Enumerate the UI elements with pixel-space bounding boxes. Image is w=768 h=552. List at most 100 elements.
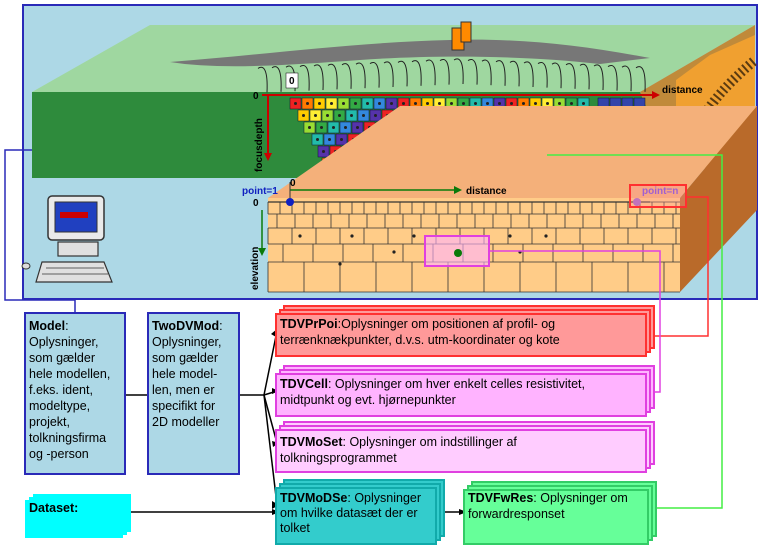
cell-midpoint [318, 102, 321, 105]
electrode [607, 65, 618, 91]
tdvprpoi-box-name: TDVPrPoi [280, 317, 338, 331]
tdvmodse-box-line: : Oplysninger [347, 491, 421, 505]
tdvprpoi-box [275, 305, 655, 357]
connector-lines [4, 149, 723, 515]
cell-midpoint [438, 102, 441, 105]
cell-midpoint [338, 262, 342, 266]
tdvmodse-box-line: tolket [280, 521, 310, 535]
tdvprpoi-box-text: TDVPrPoi:Oplysninger om positionen af pr… [280, 317, 560, 347]
electrode [537, 62, 548, 88]
cell-midpoint [510, 102, 513, 105]
cell-midpoint [328, 138, 331, 141]
cell-midpoint [332, 126, 335, 129]
point-1-label: point=1 [242, 186, 278, 197]
tdvmoset-box-name: TDVMoSet [280, 435, 343, 449]
electrode [383, 61, 394, 88]
twodvmod-box-line: hele model- [152, 367, 217, 381]
electrode [635, 66, 646, 92]
model-box-line: Oplysninger, [29, 335, 98, 349]
cell-midpoint [426, 102, 429, 105]
electrode [369, 62, 380, 88]
electrode [411, 60, 422, 86]
model-box-line: f.eks. ident, [29, 383, 93, 397]
cell-midpoint [486, 102, 489, 105]
model-box-line: og -person [29, 447, 89, 461]
twodvmod-box [147, 312, 240, 475]
electrode [327, 63, 338, 90]
cell-midpoint [298, 234, 302, 238]
model-box-line: hele modellen, [29, 367, 110, 381]
model-box-line: modeltype, [29, 399, 90, 413]
cell-midpoint [342, 102, 345, 105]
electrode [355, 62, 366, 89]
cell-midpoint [322, 150, 325, 153]
cell-midpoint [546, 102, 549, 105]
cell-midpoint [362, 114, 365, 117]
elevation-zero-left: 0 [253, 198, 259, 209]
point-n-label: point=n [642, 186, 678, 197]
cell-midpoint [582, 102, 585, 105]
distance-label-lower: distance [466, 186, 507, 197]
electrode [397, 60, 408, 87]
tdvprpoi-box-line: :Oplysninger om positionen af profil- og [338, 317, 556, 331]
cell-midpoint [508, 234, 512, 238]
cell-midpoint [450, 102, 453, 105]
electrode [425, 59, 436, 86]
cell-midpoint [356, 126, 359, 129]
cell-midpoint [314, 114, 317, 117]
tdvmoset-box-text: TDVMoSet: Oplysninger om indstillinger a… [280, 435, 520, 465]
electrode [467, 59, 478, 85]
electrode [481, 59, 492, 86]
dataset-box [25, 494, 131, 538]
cell-midpoint [350, 234, 354, 238]
cell-midpoint [320, 126, 323, 129]
cell-midpoint [306, 102, 309, 105]
cell-midpoint [498, 102, 501, 105]
cell-midpoint [366, 102, 369, 105]
cell-midpoint [340, 138, 343, 141]
twodvmod-box-name: TwoDVMod [152, 319, 219, 333]
model-box [24, 312, 126, 475]
tdvfwres-box-line: forwardresponset [468, 507, 565, 521]
tdvmodse-box-name: TDVMoDSe [280, 491, 347, 505]
cell-midpoint [414, 102, 417, 105]
profile-zero-label: 0 [289, 76, 295, 87]
cell-midpoint [302, 114, 305, 117]
tdvmodse-box-text: TDVMoDSe: Oplysninger om hvilke datasæt … [280, 491, 425, 535]
computer-icon [21, 195, 113, 283]
twodvmod-box-line: len, men er [152, 383, 215, 397]
tdvmoset-box [275, 421, 655, 473]
axis-zero-label: 0 [253, 91, 259, 102]
cell-midpoint [354, 102, 357, 105]
electrode [565, 63, 576, 89]
electrode [439, 59, 450, 85]
electrode-strings [257, 58, 646, 93]
tdvfwres-box [463, 481, 657, 545]
tdvmodse-box [275, 479, 445, 545]
model-box-name: Model [29, 319, 65, 333]
electrode [551, 62, 562, 89]
electrode [313, 64, 324, 91]
cell-midpoint [558, 102, 561, 105]
upper-axes [262, 72, 660, 161]
twodvmod-box-text: TwoDVMod: Oplysninger, som gælder hele m… [152, 319, 226, 429]
cell-midpoint [330, 102, 333, 105]
twodvmod-box-line: som gælder [152, 351, 218, 365]
electrode [509, 60, 520, 87]
electrode [341, 63, 352, 89]
cell-midpoint [390, 102, 393, 105]
cell-midpoint [544, 234, 548, 238]
cell-midpoint [378, 102, 381, 105]
electrode [495, 60, 506, 86]
twodvmod-box-line: 2D modeller [152, 415, 219, 429]
cell-midpoint [344, 126, 347, 129]
lower-axes [258, 182, 687, 267]
tdvfwres-box-name: TDVFwRes [468, 491, 533, 505]
focusdepth-label: focusdepth [254, 118, 265, 172]
tdvmoset-box-line: : Oplysninger om indstillinger af [343, 435, 518, 449]
cell-midpoint [402, 102, 405, 105]
cell-midpoint [316, 138, 319, 141]
cell-midpoint [522, 102, 525, 105]
distance-label-upper: distance [662, 85, 703, 96]
